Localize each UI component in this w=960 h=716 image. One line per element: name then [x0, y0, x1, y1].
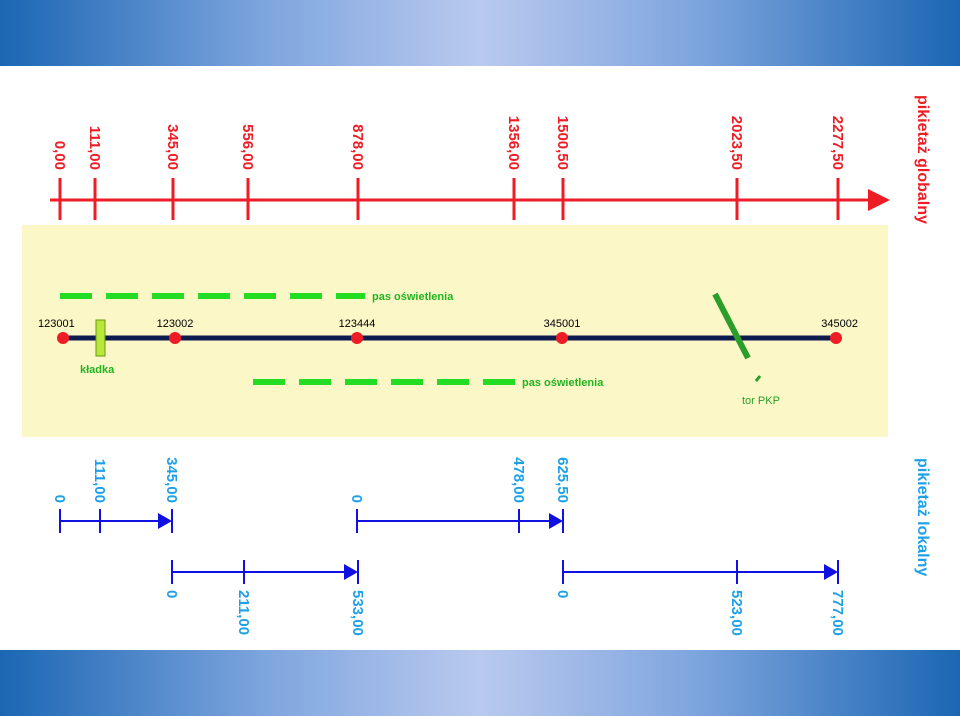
local-axis: 0 111,00 345,00 0 211,00 533,00 0 478,00 625,50 0… [51, 457, 931, 636]
global-tick-label: 556,00 [239, 124, 256, 170]
global-tick-label: 2277,50 [829, 116, 846, 170]
road-node [169, 332, 181, 344]
global-tick-label: 878,00 [349, 124, 366, 170]
local-axis-label: pikietaż lokalny [914, 458, 931, 576]
road-node-label: 345001 [544, 318, 581, 330]
global-axis-label: pikietaż globalny [914, 95, 931, 224]
lighting-label-bottom: pas oświetlenia [522, 377, 604, 389]
rail-line [712, 292, 751, 360]
local-tick-label: 111,00 [91, 459, 108, 503]
road-node [830, 332, 842, 344]
road-node-label: 123002 [157, 318, 194, 330]
local-tick-label: 0 [348, 495, 365, 503]
road-node-label: 345002 [821, 318, 858, 330]
road-node-label: 123444 [339, 318, 376, 330]
global-tick-label: 1500,50 [554, 116, 571, 170]
local-segment-arrow [549, 513, 563, 529]
local-tick-label: 533,00 [349, 590, 366, 636]
road-node [556, 332, 568, 344]
road-node [351, 332, 363, 344]
global-tick-label: 2023,50 [728, 116, 745, 170]
global-axis: 0,00 111,00 345,00 556,00 878,00 1356,00 1500,… [50, 95, 931, 224]
local-tick-label: 0 [163, 590, 180, 598]
pikietaz-diagram: 0,00 111,00 345,00 556,00 878,00 1356,00 1500,… [22, 95, 931, 636]
road-panel [22, 225, 888, 437]
bridge-label: kładka [80, 364, 115, 376]
local-tick-label: 211,00 [235, 590, 252, 635]
header-band [0, 0, 960, 66]
local-tick-label: 0 [554, 590, 571, 598]
global-tick-label: 111,00 [86, 126, 103, 170]
global-axis-arrow [868, 189, 890, 211]
local-tick-label: 523,00 [728, 590, 745, 636]
rail-leader [754, 375, 762, 382]
global-tick-label: 1356,00 [505, 116, 522, 170]
global-tick-label: 345,00 [164, 124, 181, 170]
road-node-label: 123001 [38, 318, 75, 330]
bridge-marker [95, 319, 106, 357]
global-tick-label: 0,00 [51, 141, 68, 170]
local-segment-arrow [824, 564, 838, 580]
local-tick-label: 777,00 [829, 590, 846, 636]
local-tick-label: 345,00 [163, 457, 180, 503]
local-segment-arrow [158, 513, 172, 529]
local-segment-arrow [344, 564, 358, 580]
lighting-label-top: pas oświetlenia [372, 291, 454, 303]
local-tick-label: 478,00 [510, 457, 527, 503]
local-tick-label: 625,50 [554, 457, 571, 503]
rail-label: tor PKP [742, 395, 780, 407]
road-scheme: pas oświetlenia pas oświetlenia 123001 12… [38, 291, 858, 407]
local-tick-label: 0 [51, 495, 68, 503]
footer-band [0, 650, 960, 716]
road-node [57, 332, 69, 344]
